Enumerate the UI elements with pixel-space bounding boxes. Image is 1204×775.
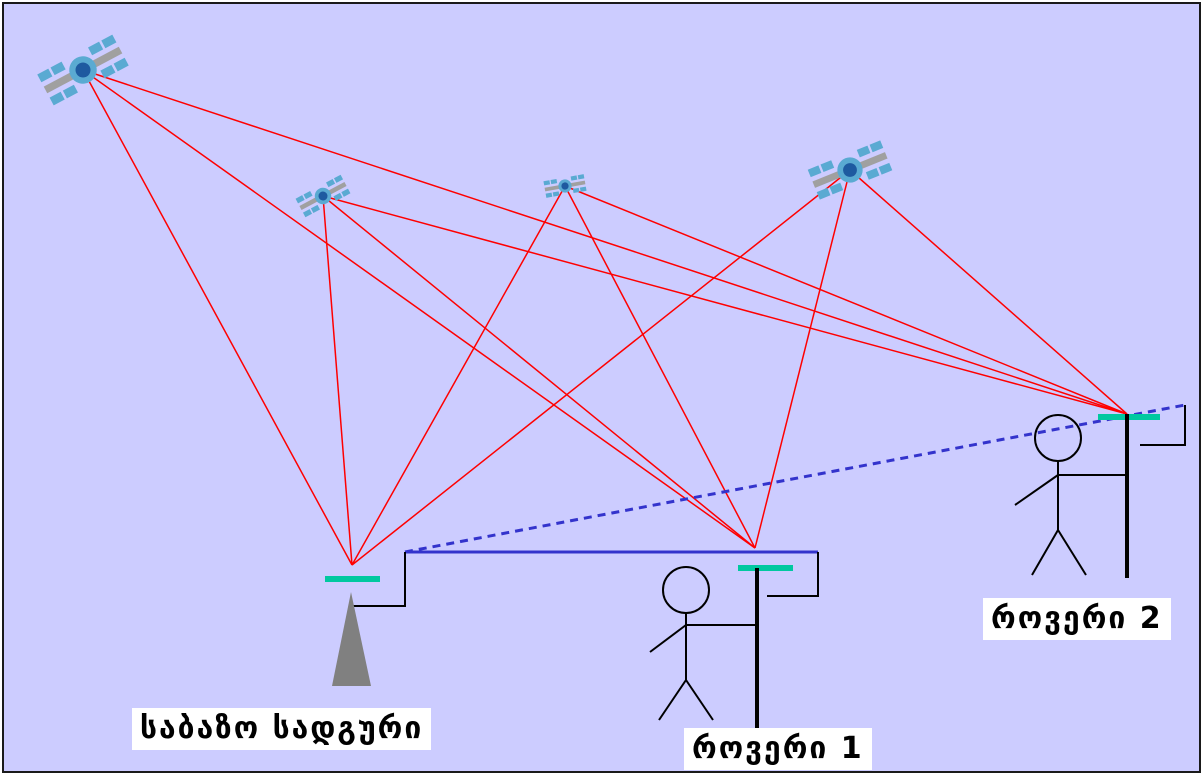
rover-cable [1140, 405, 1186, 446]
signal-line [82, 69, 756, 549]
signal-line [322, 195, 1128, 415]
signal-line [564, 185, 1128, 415]
satellite-2-icon [295, 174, 351, 218]
person-leg [1031, 529, 1059, 576]
rover-1-label: როვერი 1 [684, 728, 872, 770]
satellite-4-icon [807, 140, 893, 200]
person-arm [649, 624, 687, 653]
rover-2-label: როვერი 2 [983, 598, 1171, 640]
base-station [325, 552, 406, 686]
rover-2 [1014, 405, 1186, 578]
rover-antenna [738, 565, 793, 571]
signal-line [564, 185, 756, 549]
signal-line [849, 169, 1128, 415]
tripod [332, 592, 371, 686]
base-station-label: საბაზო სადგური [132, 708, 432, 750]
base-antenna [325, 576, 380, 582]
signal-line [754, 169, 851, 549]
satellite-1-icon [37, 34, 129, 106]
signal-line [322, 195, 353, 566]
person-leg [658, 679, 687, 721]
rover-cable [767, 552, 819, 597]
signal-line [82, 69, 353, 566]
signal-line [351, 169, 851, 566]
baseline-dashed [404, 403, 1186, 554]
person-leg [685, 679, 714, 721]
rover-1 [649, 552, 819, 735]
person-arm [1014, 474, 1059, 506]
satellite-3-icon [543, 174, 587, 198]
baselines [404, 403, 1186, 554]
person-leg [1057, 529, 1087, 576]
satellite-signal-lines [82, 69, 1128, 566]
signal-line [322, 195, 756, 549]
signal-line [82, 69, 1128, 415]
signal-line [351, 185, 566, 566]
base-cable [352, 552, 406, 607]
